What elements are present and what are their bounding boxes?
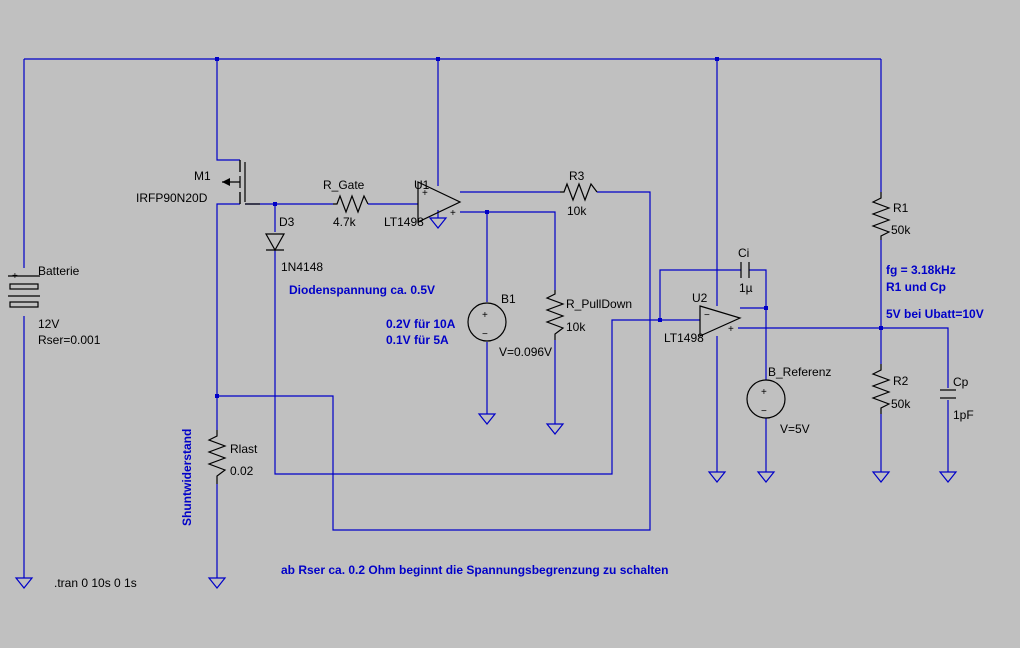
bref-minus: − bbox=[761, 406, 767, 417]
cp-name: Cp bbox=[953, 375, 969, 389]
junction-dot bbox=[436, 57, 440, 61]
battery-plus-pin: + bbox=[12, 271, 18, 282]
wire-u1-plus bbox=[460, 211, 556, 290]
wire-m1-drain bbox=[216, 59, 240, 161]
u1-plus-pin: + bbox=[422, 188, 428, 199]
junction-dot bbox=[879, 326, 883, 330]
r1-value: 50k bbox=[891, 223, 911, 237]
u2-name: U2 bbox=[692, 291, 708, 305]
u1-value: LT1498 bbox=[384, 215, 424, 229]
cp-value: 1pF bbox=[953, 408, 974, 422]
u2-minus-pin: − bbox=[704, 310, 710, 321]
resistor-r-pulldown-symbol bbox=[545, 290, 565, 340]
u1-name: U1 bbox=[414, 178, 430, 192]
diode-d3-symbol bbox=[264, 233, 286, 252]
annotations: Diodenspannung ca. 0.5V 0.2V für 10A 0.1… bbox=[54, 263, 984, 590]
annotation-r1-cp: R1 und Cp bbox=[886, 280, 946, 294]
annotation-ubatt: 5V bei Ubatt=10V bbox=[886, 307, 984, 321]
r1-name: R1 bbox=[893, 201, 909, 215]
wire-m1-source bbox=[216, 203, 240, 430]
ground-icon bbox=[756, 471, 776, 483]
wire-ci-right bbox=[749, 269, 767, 308]
spice-directive: .tran 0 10s 0 1s bbox=[54, 576, 137, 590]
r2-value: 50k bbox=[891, 397, 911, 411]
batterie-param: Rser=0.001 bbox=[38, 333, 101, 347]
junction-dot bbox=[658, 318, 662, 322]
b1-minus: − bbox=[482, 329, 488, 340]
resistor-rlast-symbol bbox=[207, 430, 227, 484]
ci-value: 1µ bbox=[739, 281, 753, 295]
wire-u2-out bbox=[740, 307, 767, 380]
rlast-name: Rlast bbox=[230, 442, 258, 456]
wire-shunt-feedback bbox=[217, 191, 651, 531]
r-pulldown-name: R_PullDown bbox=[566, 297, 632, 311]
ground-icon bbox=[428, 217, 448, 229]
annotation-b1-note-2: 0.1V für 5A bbox=[386, 333, 449, 347]
wire-u2-plus bbox=[738, 327, 949, 388]
batterie-name: Batterie bbox=[38, 264, 80, 278]
battery-symbol: + bbox=[8, 271, 40, 308]
annotation-fg: fg = 3.18kHz bbox=[886, 263, 956, 277]
r3-name: R3 bbox=[569, 169, 585, 183]
r-gate-name: R_Gate bbox=[323, 178, 365, 192]
ground-symbols bbox=[14, 217, 958, 589]
r-pulldown-value: 10k bbox=[566, 320, 586, 334]
m1-value: IRFP90N20D bbox=[136, 191, 208, 205]
d3-value: 1N4148 bbox=[281, 260, 323, 274]
b-referenz-value: V=5V bbox=[780, 422, 810, 436]
annotation-b1-note-1: 0.2V für 10A bbox=[386, 317, 456, 331]
ground-icon bbox=[14, 577, 34, 589]
ground-icon bbox=[871, 471, 891, 483]
r-gate-value: 4.7k bbox=[333, 215, 357, 229]
resistor-r3-symbol bbox=[560, 182, 598, 202]
b1-plus: + bbox=[482, 310, 488, 321]
annotation-diodenspannung: Diodenspannung ca. 0.5V bbox=[289, 283, 435, 297]
resistor-r1-symbol bbox=[871, 192, 891, 240]
r3-value: 10k bbox=[567, 204, 587, 218]
mosfet-m1-symbol bbox=[222, 160, 260, 205]
resistor-r-gate-symbol bbox=[333, 194, 369, 214]
junction-dot bbox=[764, 306, 768, 310]
junction-dot bbox=[485, 210, 489, 214]
ground-icon bbox=[207, 577, 227, 589]
bref-plus: + bbox=[761, 387, 767, 398]
capacitor-cp-symbol bbox=[940, 389, 956, 399]
junction-dot bbox=[215, 394, 219, 398]
junctions bbox=[215, 57, 883, 398]
annotation-bottom: ab Rser ca. 0.2 Ohm beginnt die Spannung… bbox=[281, 563, 668, 577]
ground-icon bbox=[545, 423, 565, 435]
batterie-value: 12V bbox=[38, 317, 59, 331]
b1-value: V=0.096V bbox=[499, 345, 552, 359]
ground-icon bbox=[477, 413, 497, 425]
opamp-u1-symbol: + + bbox=[417, 181, 462, 223]
b1-name: B1 bbox=[501, 292, 516, 306]
junction-dot bbox=[715, 57, 719, 61]
source-b-referenz-symbol: + − bbox=[746, 379, 786, 419]
capacitor-ci-symbol bbox=[740, 262, 750, 278]
m1-name: M1 bbox=[194, 169, 211, 183]
wire-d3-bottom bbox=[274, 250, 660, 475]
wires bbox=[23, 58, 949, 578]
component-labels: Batterie 12V Rser=0.001 M1 IRFP90N20D D3… bbox=[38, 169, 974, 478]
b-referenz-name: B_Referenz bbox=[768, 365, 831, 379]
wire-ci-loop bbox=[659, 269, 741, 320]
rlast-value: 0.02 bbox=[230, 464, 254, 478]
ground-icon bbox=[707, 471, 727, 483]
resistor-r2-symbol bbox=[871, 364, 891, 414]
ground-icon bbox=[938, 471, 958, 483]
u2-value: LT1498 bbox=[664, 331, 704, 345]
junction-dot bbox=[215, 57, 219, 61]
d3-name: D3 bbox=[279, 215, 295, 229]
u1-minus-pin: + bbox=[450, 208, 456, 219]
source-b1-symbol: + − bbox=[467, 302, 507, 342]
junction-dot bbox=[273, 202, 277, 206]
r2-name: R2 bbox=[893, 374, 909, 388]
ci-name: Ci bbox=[738, 246, 749, 260]
opamp-u2-symbol: − + bbox=[699, 305, 742, 337]
annotation-shuntwiderstand: Shuntwiderstand bbox=[180, 429, 194, 526]
u2-plus-pin: + bbox=[728, 324, 734, 335]
